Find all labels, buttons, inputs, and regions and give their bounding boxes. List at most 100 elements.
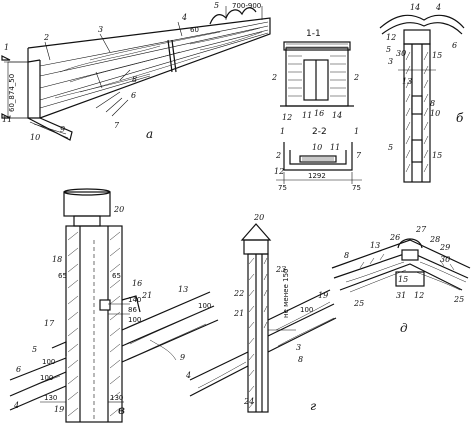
callout-s11-16: 16 — [314, 109, 324, 118]
callout-d-28: 28 — [429, 235, 440, 244]
dim-v-100-low: 100 — [42, 358, 55, 366]
panel-label-v: в — [118, 403, 125, 417]
panel-v-chimney-slope: 20 18 17 5 6 4 19 16 21 13 9 65 65 140 8… — [9, 188, 219, 423]
callout-d-26: 26 — [389, 233, 400, 242]
callout-b-10: 10 — [430, 109, 440, 118]
callout-b-4: 4 — [435, 3, 441, 12]
callout-s22-10: 10 — [312, 143, 322, 152]
callout-s11-11: 11 — [302, 111, 312, 120]
callout-a-1: 1 — [4, 43, 9, 52]
callout-b-6: 6 — [452, 41, 457, 50]
section-mark-1-left: 1 — [280, 127, 285, 136]
callout-d-15: 15 — [398, 275, 408, 284]
callout-b-13: 13 — [402, 77, 412, 86]
dim-b-1292: 1292 — [308, 172, 326, 180]
callout-g-3: 3 — [296, 343, 301, 352]
callout-s11-14: 14 — [332, 111, 342, 120]
callout-b-8: 8 — [430, 99, 435, 108]
dim-v-65-right: 65 — [112, 272, 121, 280]
callout-a-5: 5 — [214, 1, 219, 10]
callout-d-8: 8 — [344, 251, 349, 260]
callout-v-19: 19 — [54, 405, 64, 414]
callout-g-24: 24 — [243, 397, 254, 406]
callout-b-5-bottom: 5 — [388, 143, 393, 152]
dim-v-100-right: 100 — [198, 302, 211, 310]
callout-a-2: 2 — [43, 33, 49, 42]
callout-v-18: 18 — [52, 255, 62, 264]
callout-b-14: 14 — [410, 3, 420, 12]
dim-b-75-right: 75 — [352, 184, 361, 192]
section-title-2-2: 2-2 — [312, 127, 327, 137]
dim-g-100: 100 — [300, 306, 313, 314]
callout-b-3: 3 — [388, 57, 393, 66]
callout-d-30: 30 — [440, 255, 450, 264]
callout-v-13: 13 — [178, 285, 188, 294]
callout-g-8: 8 — [298, 355, 303, 364]
dim-g-not-less-150: не менее 150 — [282, 269, 290, 318]
panel-a-roof-slope: 2 3 4 5 6 7 8 9 10 1 11 700-900 60_874_5… — [1, 1, 271, 142]
callout-g-22: 22 — [233, 289, 244, 298]
callout-s22-2: 2 — [275, 151, 281, 160]
section-mark-2-right: 2 — [353, 73, 359, 82]
callout-a-7: 7 — [114, 121, 120, 130]
callout-v-21: 21 — [141, 291, 152, 300]
callout-s22-7: 7 — [356, 151, 362, 160]
callout-d-13: 13 — [370, 241, 380, 250]
panel-b-vertical-section: 14 4 6 12 5 3 30 15 13 8 10 5 15 б — [379, 3, 465, 183]
callout-g-21: 21 — [233, 309, 244, 318]
callout-v-5: 5 — [32, 345, 37, 354]
panel-label-d: д — [400, 321, 408, 335]
callout-s22-12: 12 — [274, 167, 284, 176]
callout-s11-12: 12 — [282, 113, 292, 122]
dim-v-100-top: 100 — [128, 316, 141, 324]
section-title-1-1: 1-1 — [306, 29, 321, 39]
callout-d-12: 12 — [414, 291, 424, 300]
callout-d-25-right: 25 — [453, 295, 464, 304]
callout-a-6: 6 — [131, 91, 136, 100]
dim-a-60: 60 — [190, 26, 199, 34]
callout-a-10: 10 — [30, 133, 40, 142]
callout-d-27: 27 — [415, 225, 427, 234]
callout-v-16: 16 — [132, 279, 142, 288]
callout-b-12: 12 — [386, 33, 396, 42]
callout-v-20: 20 — [113, 205, 124, 214]
callout-s22-11: 11 — [330, 143, 340, 152]
callout-g-4: 4 — [185, 371, 191, 380]
callout-a-3: 3 — [98, 25, 103, 34]
callout-d-25-left: 25 — [353, 299, 364, 308]
callout-b-30: 30 — [396, 49, 406, 58]
callout-v-4: 4 — [13, 401, 19, 410]
section-mark-2-left: 2 — [271, 73, 277, 82]
callout-a-4: 4 — [181, 13, 187, 22]
callout-b-15-top: 15 — [432, 51, 442, 60]
section-1-1: 1-1 2 2 12 11 16 14 — [271, 29, 359, 122]
dim-v-65-left: 65 — [58, 272, 67, 280]
dim-v-100-bottom: 100 — [40, 374, 53, 382]
panel-g-vent-slope: 20 23 22 21 19 4 3 8 24 не менее 150 100… — [185, 213, 337, 413]
dim-v-86: 86 — [128, 306, 137, 314]
dim-b-75-left: 75 — [278, 184, 287, 192]
dim-v-130-left: 130 — [44, 394, 57, 402]
callout-v-9: 9 — [180, 353, 185, 362]
dim-a-700-900: 700-900 — [232, 2, 261, 10]
dim-v-130-right: 130 — [110, 394, 123, 402]
callout-g-23: 23 — [275, 265, 286, 274]
callout-a-8: 8 — [132, 75, 137, 84]
callout-g-19: 19 — [318, 291, 328, 300]
callout-b-5-top: 5 — [386, 45, 391, 54]
panel-label-g: г — [310, 399, 316, 413]
dim-v-140: 140 — [128, 296, 141, 304]
panel-label-b: б — [456, 111, 464, 125]
section-2-2: 2-2 2 10 11 7 12 1292 75 75 1 1 — [274, 127, 362, 192]
callout-a-9: 9 — [60, 125, 65, 134]
callout-v-6: 6 — [16, 365, 21, 374]
dim-a-60-874-50: 60_874_50 — [8, 74, 16, 112]
callout-v-17: 17 — [44, 319, 55, 328]
callout-g-20: 20 — [253, 213, 264, 222]
callout-b-15-bottom: 15 — [432, 151, 442, 160]
panel-label-a: а — [146, 127, 153, 141]
callout-a-11: 11 — [2, 115, 12, 124]
callout-d-31: 31 — [396, 291, 406, 300]
section-mark-1-right: 1 — [354, 127, 359, 136]
